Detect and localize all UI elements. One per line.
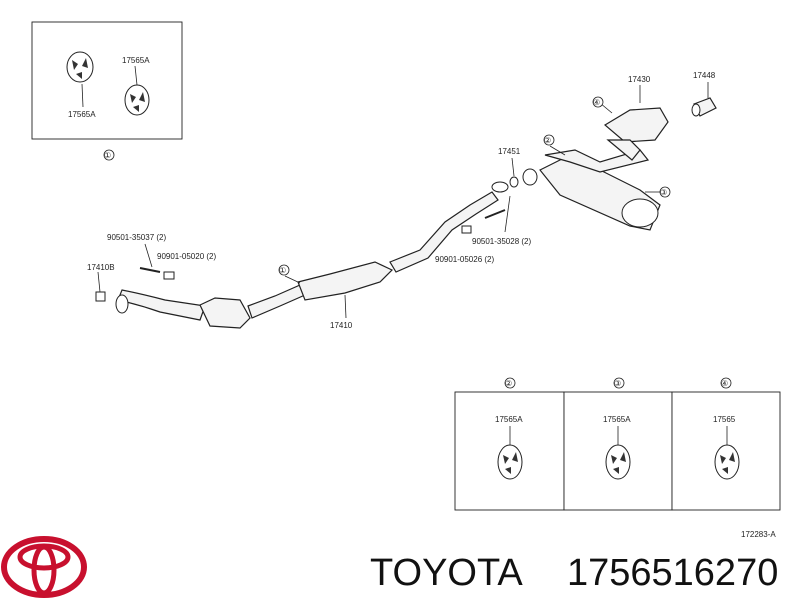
ref-circle-2: ② <box>544 136 551 145</box>
inset-hanger-box-3 <box>563 391 673 511</box>
tail-muffler <box>539 107 669 231</box>
ref-circle-4: ④ <box>593 98 600 107</box>
part-label-90901-05020: 90901-05020 (2) <box>157 252 216 261</box>
front-exhaust-pipe <box>115 289 206 321</box>
center-pipe-resonator <box>297 191 499 301</box>
ref-circle-1: ① <box>104 151 111 160</box>
hanger-icon <box>497 444 523 480</box>
ref-circle-4: ④ <box>721 379 728 388</box>
part-label-17430: 17430 <box>628 75 651 84</box>
hanger-icon <box>714 444 740 480</box>
nut-icon <box>95 291 106 302</box>
ref-circle-2: ② <box>505 379 512 388</box>
part-label-90901-05026: 90901-05026 (2) <box>435 255 494 264</box>
part-label-90501-35037: 90501-35037 (2) <box>107 233 166 242</box>
part-label-17565a: 17565A <box>68 110 96 119</box>
brand-name: TOYOTA <box>370 552 523 594</box>
part-label-90501-35028: 90501-35028 (2) <box>472 237 531 246</box>
ref-circle-3: ③ <box>614 379 621 388</box>
diagram-code: 172283-A <box>741 530 776 539</box>
inset-hanger-box <box>31 21 183 140</box>
ref-circle-1: ① <box>279 266 286 275</box>
ref-circle-3: ③ <box>660 188 667 197</box>
nut-icon <box>163 271 175 280</box>
part-label-17565a: 17565A <box>603 415 631 424</box>
part-label-17565a: 17565A <box>495 415 523 424</box>
part-label-17565a: 17565A <box>122 56 150 65</box>
hanger-icon <box>124 84 150 116</box>
hanger-icon <box>66 51 94 83</box>
part-label-17565: 17565 <box>713 415 736 424</box>
bolt-icon <box>484 209 506 219</box>
part-label-17410: 17410 <box>330 321 353 330</box>
flange-gasket <box>491 168 538 193</box>
part-label-17451: 17451 <box>498 147 521 156</box>
nut-icon <box>461 225 472 234</box>
part-label-17410b: 17410B <box>87 263 115 272</box>
bolt-icon <box>139 267 161 273</box>
catalytic-converter <box>199 284 306 329</box>
part-label-17448: 17448 <box>693 71 716 80</box>
hanger-icon <box>605 444 631 480</box>
toyota-logo-icon <box>1 536 87 598</box>
tail-pipe-tip <box>691 97 717 117</box>
part-number: 1756516270 <box>567 552 778 594</box>
